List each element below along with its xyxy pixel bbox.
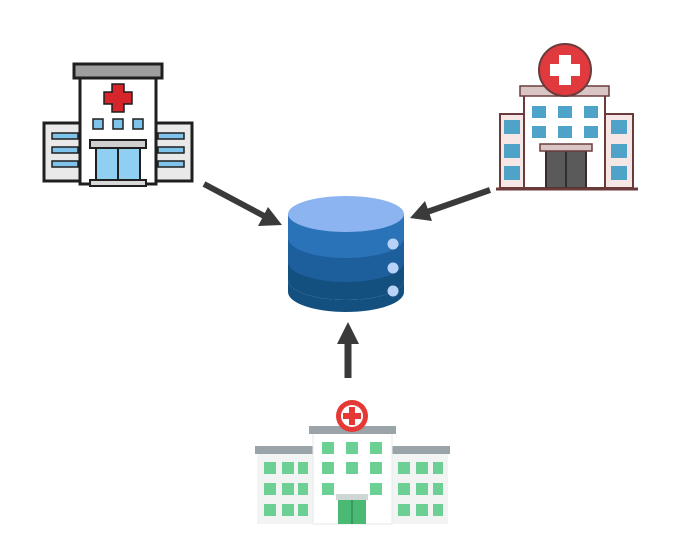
red-cross-icon [336,400,368,432]
hospital-top-right-icon [496,43,638,191]
arrow-top-right-to-database [410,187,491,221]
hospital-bottom-icon [255,400,450,525]
red-cross-icon [538,43,592,97]
hospital-top-left-icon [42,62,194,187]
red-cross-icon [103,83,133,113]
arrow-top-left-to-database [202,181,282,226]
database-icon [288,196,404,312]
arrow-bottom-to-database [337,322,359,378]
